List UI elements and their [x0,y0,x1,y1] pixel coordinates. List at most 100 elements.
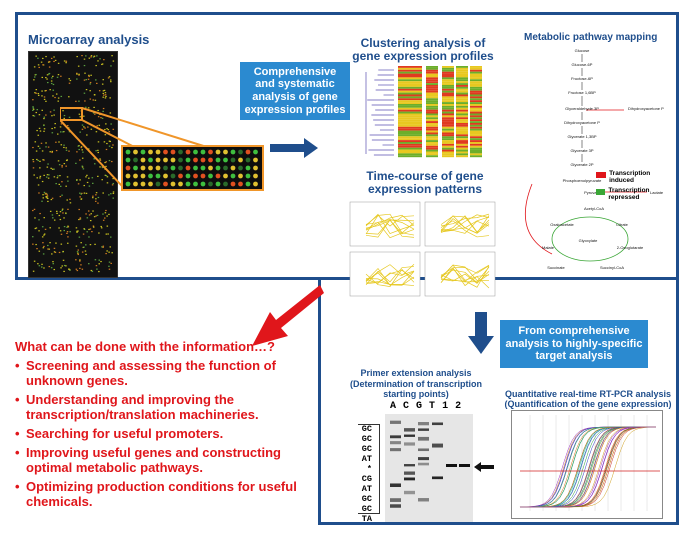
timecourse-line [365,222,415,239]
timecourse-plots [349,201,496,297]
array-spot [37,145,40,147]
array-spot [51,150,54,153]
array-spot [39,167,41,169]
zoom-spot [163,181,168,187]
heatmap-cell [470,111,482,114]
array-spot [46,195,49,197]
zoom-spot [155,165,161,171]
array-spot [83,58,86,60]
array-spot [46,174,49,176]
array-spot [38,230,40,232]
array-spot [41,95,43,97]
array-spot [77,252,79,254]
array-spot [33,260,36,262]
array-spot [105,252,107,255]
heatmap-cell [426,123,438,125]
pcr-curve [520,426,656,508]
array-spot [89,81,92,84]
array-spot [49,89,51,91]
heatmap-cell [442,85,454,87]
array-spot [43,96,46,98]
zoom-spot [140,157,146,163]
array-spot [108,145,111,147]
array-spot [109,246,111,248]
array-spot [80,146,83,149]
array-spot [83,246,85,248]
array-spot [112,60,115,62]
array-spot [78,113,81,115]
heatmap-cell [456,121,468,123]
gel-band [432,443,443,448]
timecourse-line [365,213,415,236]
array-spot [94,200,97,202]
array-spot [51,253,53,255]
array-spot [48,248,51,250]
array-spot [65,165,67,167]
array-spot [54,96,56,99]
array-spot [78,148,80,151]
zoom-spot [230,157,236,163]
array-spot [97,202,99,204]
array-spot [79,196,81,198]
array-spot [85,79,88,81]
array-spot [76,73,78,75]
heatmap-cell [442,143,454,146]
zoom-spot [133,157,138,163]
pcr-curve [520,426,656,508]
array-spot [60,243,63,245]
array-spot [59,211,62,213]
heatmap-cell [426,85,438,87]
heatmap-cell [456,151,468,154]
array-spot [79,267,81,269]
array-spot [50,82,53,85]
array-spot [36,158,38,161]
array-spot [43,159,45,161]
zoom-spot [125,173,131,179]
heatmap-cell [456,66,468,68]
array-spot [37,92,40,95]
array-spot [94,259,97,261]
array-spot [96,125,99,127]
array-spot [32,167,35,169]
zoom-spot [215,181,221,187]
microarray-zoom [121,145,264,191]
array-spot [79,259,81,261]
array-spot [63,270,65,273]
heatmap-cell [442,123,454,125]
array-spot [108,268,111,270]
array-spot [76,179,78,181]
zoom-spot [148,149,153,155]
heatmap-cell [398,98,422,101]
array-spot [63,264,66,267]
zoom-spot [193,181,198,187]
array-spot [88,177,90,179]
array-spot [52,263,55,265]
array-spot [35,55,37,57]
array-spot [63,144,65,146]
gel-band [418,457,429,461]
array-spot [60,144,63,146]
array-spot [42,242,44,244]
timecourse-line [365,219,415,238]
heatmap-cell [426,115,438,118]
array-spot [99,158,101,160]
heatmap-cell [470,113,482,116]
array-spot [85,192,88,194]
heatmap-cell [398,121,422,123]
array-spot [53,60,55,63]
array-spot [62,212,64,214]
array-spot [43,234,45,236]
heatmap-cell [398,136,422,139]
heatmap-cell [398,109,422,112]
timecourse-title: Time-course of gene expression patterns [366,169,484,196]
array-spot [35,243,37,246]
heatmap-cell [456,134,468,137]
array-spot [34,92,36,94]
pathway-node: Succinate [547,265,565,270]
heatmap-cell [456,140,468,142]
heatmap-cell [470,102,482,104]
heatmap-cell [442,145,454,148]
array-spot [86,217,89,219]
array-spot [104,212,107,214]
array-spot [47,177,50,179]
